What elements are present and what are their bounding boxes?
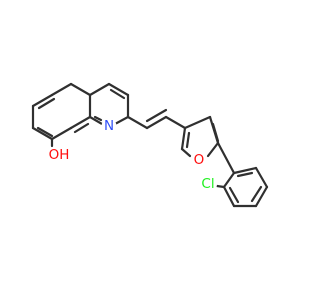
bond bbox=[180, 147, 192, 158]
bond bbox=[31, 93, 54, 108]
bond bbox=[250, 185, 263, 203]
bond bbox=[50, 126, 73, 141]
bond bbox=[222, 185, 236, 208]
bond bbox=[183, 115, 212, 130]
bond bbox=[73, 122, 90, 134]
hydroxyl-group: OH bbox=[49, 145, 70, 165]
bond bbox=[206, 141, 220, 158]
bond bbox=[31, 126, 54, 141]
bond bbox=[215, 184, 226, 189]
bond bbox=[232, 166, 258, 175]
bond bbox=[254, 185, 269, 208]
chlorine-label: Cl bbox=[201, 176, 214, 192]
furan-oxygen-label: O bbox=[194, 152, 205, 168]
hydroxyl-label: OH bbox=[49, 147, 70, 163]
structure-canvas: N OH O Cl bbox=[31, 82, 269, 208]
bond bbox=[145, 115, 168, 130]
bond bbox=[185, 131, 191, 149]
bond bbox=[88, 115, 104, 126]
bond bbox=[69, 115, 92, 130]
bond bbox=[113, 115, 130, 126]
bond bbox=[126, 115, 149, 130]
bond bbox=[93, 115, 103, 122]
bond bbox=[88, 82, 111, 97]
bond bbox=[164, 115, 187, 130]
bond bbox=[254, 166, 269, 189]
bond bbox=[228, 186, 240, 204]
nitrogen-label: N bbox=[104, 118, 114, 134]
atom-labels: N OH O Cl bbox=[49, 118, 217, 193]
bond bbox=[69, 82, 92, 97]
bond bbox=[180, 126, 187, 151]
nitrogen-atom: N bbox=[101, 118, 117, 134]
bond bbox=[109, 88, 126, 100]
bond bbox=[211, 122, 220, 143]
bond bbox=[145, 108, 168, 123]
chlorine-atom: Cl bbox=[199, 175, 217, 193]
bond bbox=[50, 82, 73, 97]
molecule-structure: N OH O Cl bbox=[31, 82, 269, 208]
bond bbox=[107, 82, 130, 97]
bond bbox=[36, 126, 54, 138]
bond bbox=[37, 97, 56, 110]
furan-oxygen-atom: O bbox=[191, 152, 207, 168]
bonds bbox=[31, 82, 269, 208]
bond bbox=[222, 171, 236, 189]
bond bbox=[216, 141, 236, 175]
bond bbox=[236, 171, 254, 178]
